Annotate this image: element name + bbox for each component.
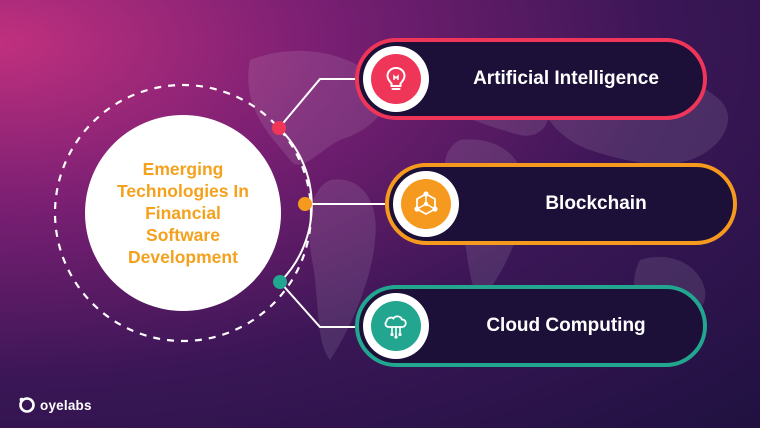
blockchain-label: Blockchain bbox=[545, 193, 647, 214]
hub-title-line: Technologies In bbox=[117, 181, 249, 201]
connector-cloud bbox=[279, 281, 355, 328]
connector-ai bbox=[278, 78, 355, 129]
artificial-intelligence-card: Artificial Intelligence bbox=[355, 38, 707, 120]
lightbulb-icon bbox=[386, 66, 406, 90]
brand-logo: oyelabs bbox=[18, 396, 92, 414]
cloud-node-dot bbox=[273, 275, 287, 289]
oyelabs-logo-icon bbox=[19, 397, 35, 413]
hub-title-line: Software bbox=[146, 225, 220, 245]
ai-icon-badge bbox=[363, 46, 429, 112]
hub-title-line: Emerging bbox=[142, 159, 224, 179]
blockchain-icon-badge bbox=[393, 171, 459, 237]
cloud-network-icon bbox=[384, 315, 407, 339]
ai-node-dot bbox=[272, 121, 286, 135]
central-hub-circle: Emerging Technologies In Financial Softw… bbox=[85, 115, 281, 311]
cloud-computing-card: Cloud Computing bbox=[355, 285, 707, 367]
ai-label: Artificial Intelligence bbox=[473, 68, 659, 89]
hub-title: Emerging Technologies In Financial Softw… bbox=[108, 158, 258, 268]
cloud-icon-badge bbox=[363, 293, 429, 359]
blockchain-node-dot bbox=[298, 197, 312, 211]
cloud-computing-label: Cloud Computing bbox=[486, 315, 646, 336]
hub-title-line: Financial bbox=[145, 203, 221, 223]
hub-title-line: Development bbox=[128, 247, 238, 267]
blockchain-card: Blockchain bbox=[385, 163, 737, 245]
brand-name: oyelabs bbox=[40, 397, 92, 413]
blockchain-icon bbox=[414, 191, 438, 216]
